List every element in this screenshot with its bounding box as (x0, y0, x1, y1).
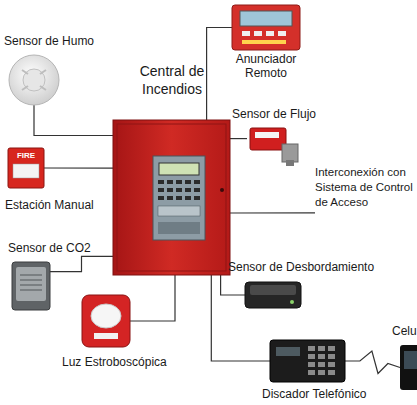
panel-key (158, 188, 164, 192)
wire-connector (230, 212, 315, 213)
fire-panel-node: Central de Incendios (113, 120, 230, 275)
phone-dialer (270, 340, 345, 382)
panel-display (159, 163, 199, 175)
dialer-key (308, 354, 315, 359)
control-plate (153, 156, 205, 240)
overflow-sensor (245, 282, 301, 308)
wire-connector (130, 275, 175, 321)
wire-connector (207, 28, 232, 121)
annunciator-node: Anunciador Remoto (232, 5, 300, 50)
smoke-detector-vents (22, 70, 46, 90)
dialer-key (318, 354, 325, 359)
panel-label (158, 222, 200, 234)
node-label: Interconexión con Sistema de Control de … (315, 165, 417, 210)
panel-key (167, 188, 173, 192)
node-label: Discador Telefónico (262, 387, 392, 401)
flow-sensor-pipe (282, 144, 298, 162)
co2-sensor-node: Sensor de CO2 (12, 262, 50, 310)
co2-sensor-face (16, 267, 46, 301)
strobe-label (94, 333, 118, 339)
flow-sensor-body (250, 128, 286, 150)
flow-sensor-node: Sensor de Flujo (247, 128, 299, 166)
dialer-key (318, 346, 325, 351)
panel-key (185, 196, 191, 200)
dialer-key (318, 362, 325, 367)
strobe-light (82, 295, 130, 347)
panel-key (167, 196, 173, 200)
panel-key (194, 196, 200, 200)
flow-sensor-stem (286, 160, 294, 166)
panel-key (194, 188, 200, 192)
node-label: Celu (392, 324, 417, 338)
panel-key (185, 188, 191, 192)
dialer-key (308, 370, 315, 375)
panel-key (176, 180, 182, 184)
dialer-keypad (308, 346, 335, 375)
access-control-node: Interconexión con Sistema de Control de … (315, 165, 417, 217)
annunciator-button (254, 31, 262, 36)
panel-key (185, 180, 191, 184)
wire-connector (44, 167, 113, 168)
wire-connector (50, 256, 113, 271)
dialer-key (328, 370, 335, 375)
panel-key (158, 196, 164, 200)
node-label: Estación Manual (5, 198, 115, 212)
manual-station (8, 148, 44, 188)
wire-connector (230, 138, 247, 139)
dialer-key (328, 354, 335, 359)
smoke-detector (9, 55, 59, 105)
dialer-key (318, 370, 325, 375)
node-label: FIRE (10, 151, 42, 161)
overflow-sensor-led (290, 300, 294, 304)
panel-key (158, 180, 164, 184)
dialer-key (328, 362, 335, 367)
cell-phone (400, 345, 417, 390)
co2-sensor (12, 262, 50, 310)
fire-panel (113, 120, 230, 275)
panel-key (176, 196, 182, 200)
co2-sensor-grill (20, 275, 42, 290)
cell-phone-screen (404, 351, 417, 369)
flow-sensor-label (255, 132, 279, 138)
cell-phone-node: Celu (400, 345, 417, 390)
panel-key (167, 180, 173, 184)
dialer-key (308, 346, 315, 351)
annunciator-box (232, 5, 300, 50)
dialer-key (308, 362, 315, 367)
manual-station-handle (13, 164, 39, 178)
wire-connector (345, 351, 400, 374)
smoke-detector-center (23, 69, 45, 91)
node-label: Sensor de Flujo (232, 107, 342, 121)
node-label: Sensor de Humo (4, 34, 124, 48)
node-label: Anunciador Remoto (228, 52, 304, 80)
annunciator-button (278, 31, 286, 36)
strobe-lens (91, 304, 121, 328)
dialer-display (276, 347, 300, 356)
panel-keypad (158, 206, 200, 216)
fire-panel-door (117, 124, 226, 271)
phone-dialer-node: Discador Telefónico (270, 340, 345, 382)
node-label: Sensor de CO2 (8, 241, 118, 255)
wire-connector (221, 275, 245, 295)
manual-station-node: FIREEstación Manual (8, 148, 44, 188)
wire-connector (34, 105, 113, 136)
strobe-node: Luz Estroboscópica (82, 295, 130, 347)
panel-key (176, 188, 182, 192)
overflow-sensor-top (250, 285, 296, 295)
smoke-sensor-node: Sensor de Humo (8, 55, 60, 105)
node-label: Sensor de Desbordamiento (228, 260, 398, 274)
panel-key (194, 180, 200, 184)
annunciator-led-row (242, 40, 286, 44)
node-label: Luz Estroboscópica (62, 355, 192, 369)
panel-lock (220, 188, 224, 192)
node-label: Central de Incendios (127, 62, 217, 98)
annunciator-button (242, 31, 250, 36)
annunciator-button (266, 31, 274, 36)
dialer-key (328, 346, 335, 351)
overflow-sensor-node: Sensor de Desbordamiento (245, 282, 301, 308)
annunciator-screen (240, 11, 292, 26)
